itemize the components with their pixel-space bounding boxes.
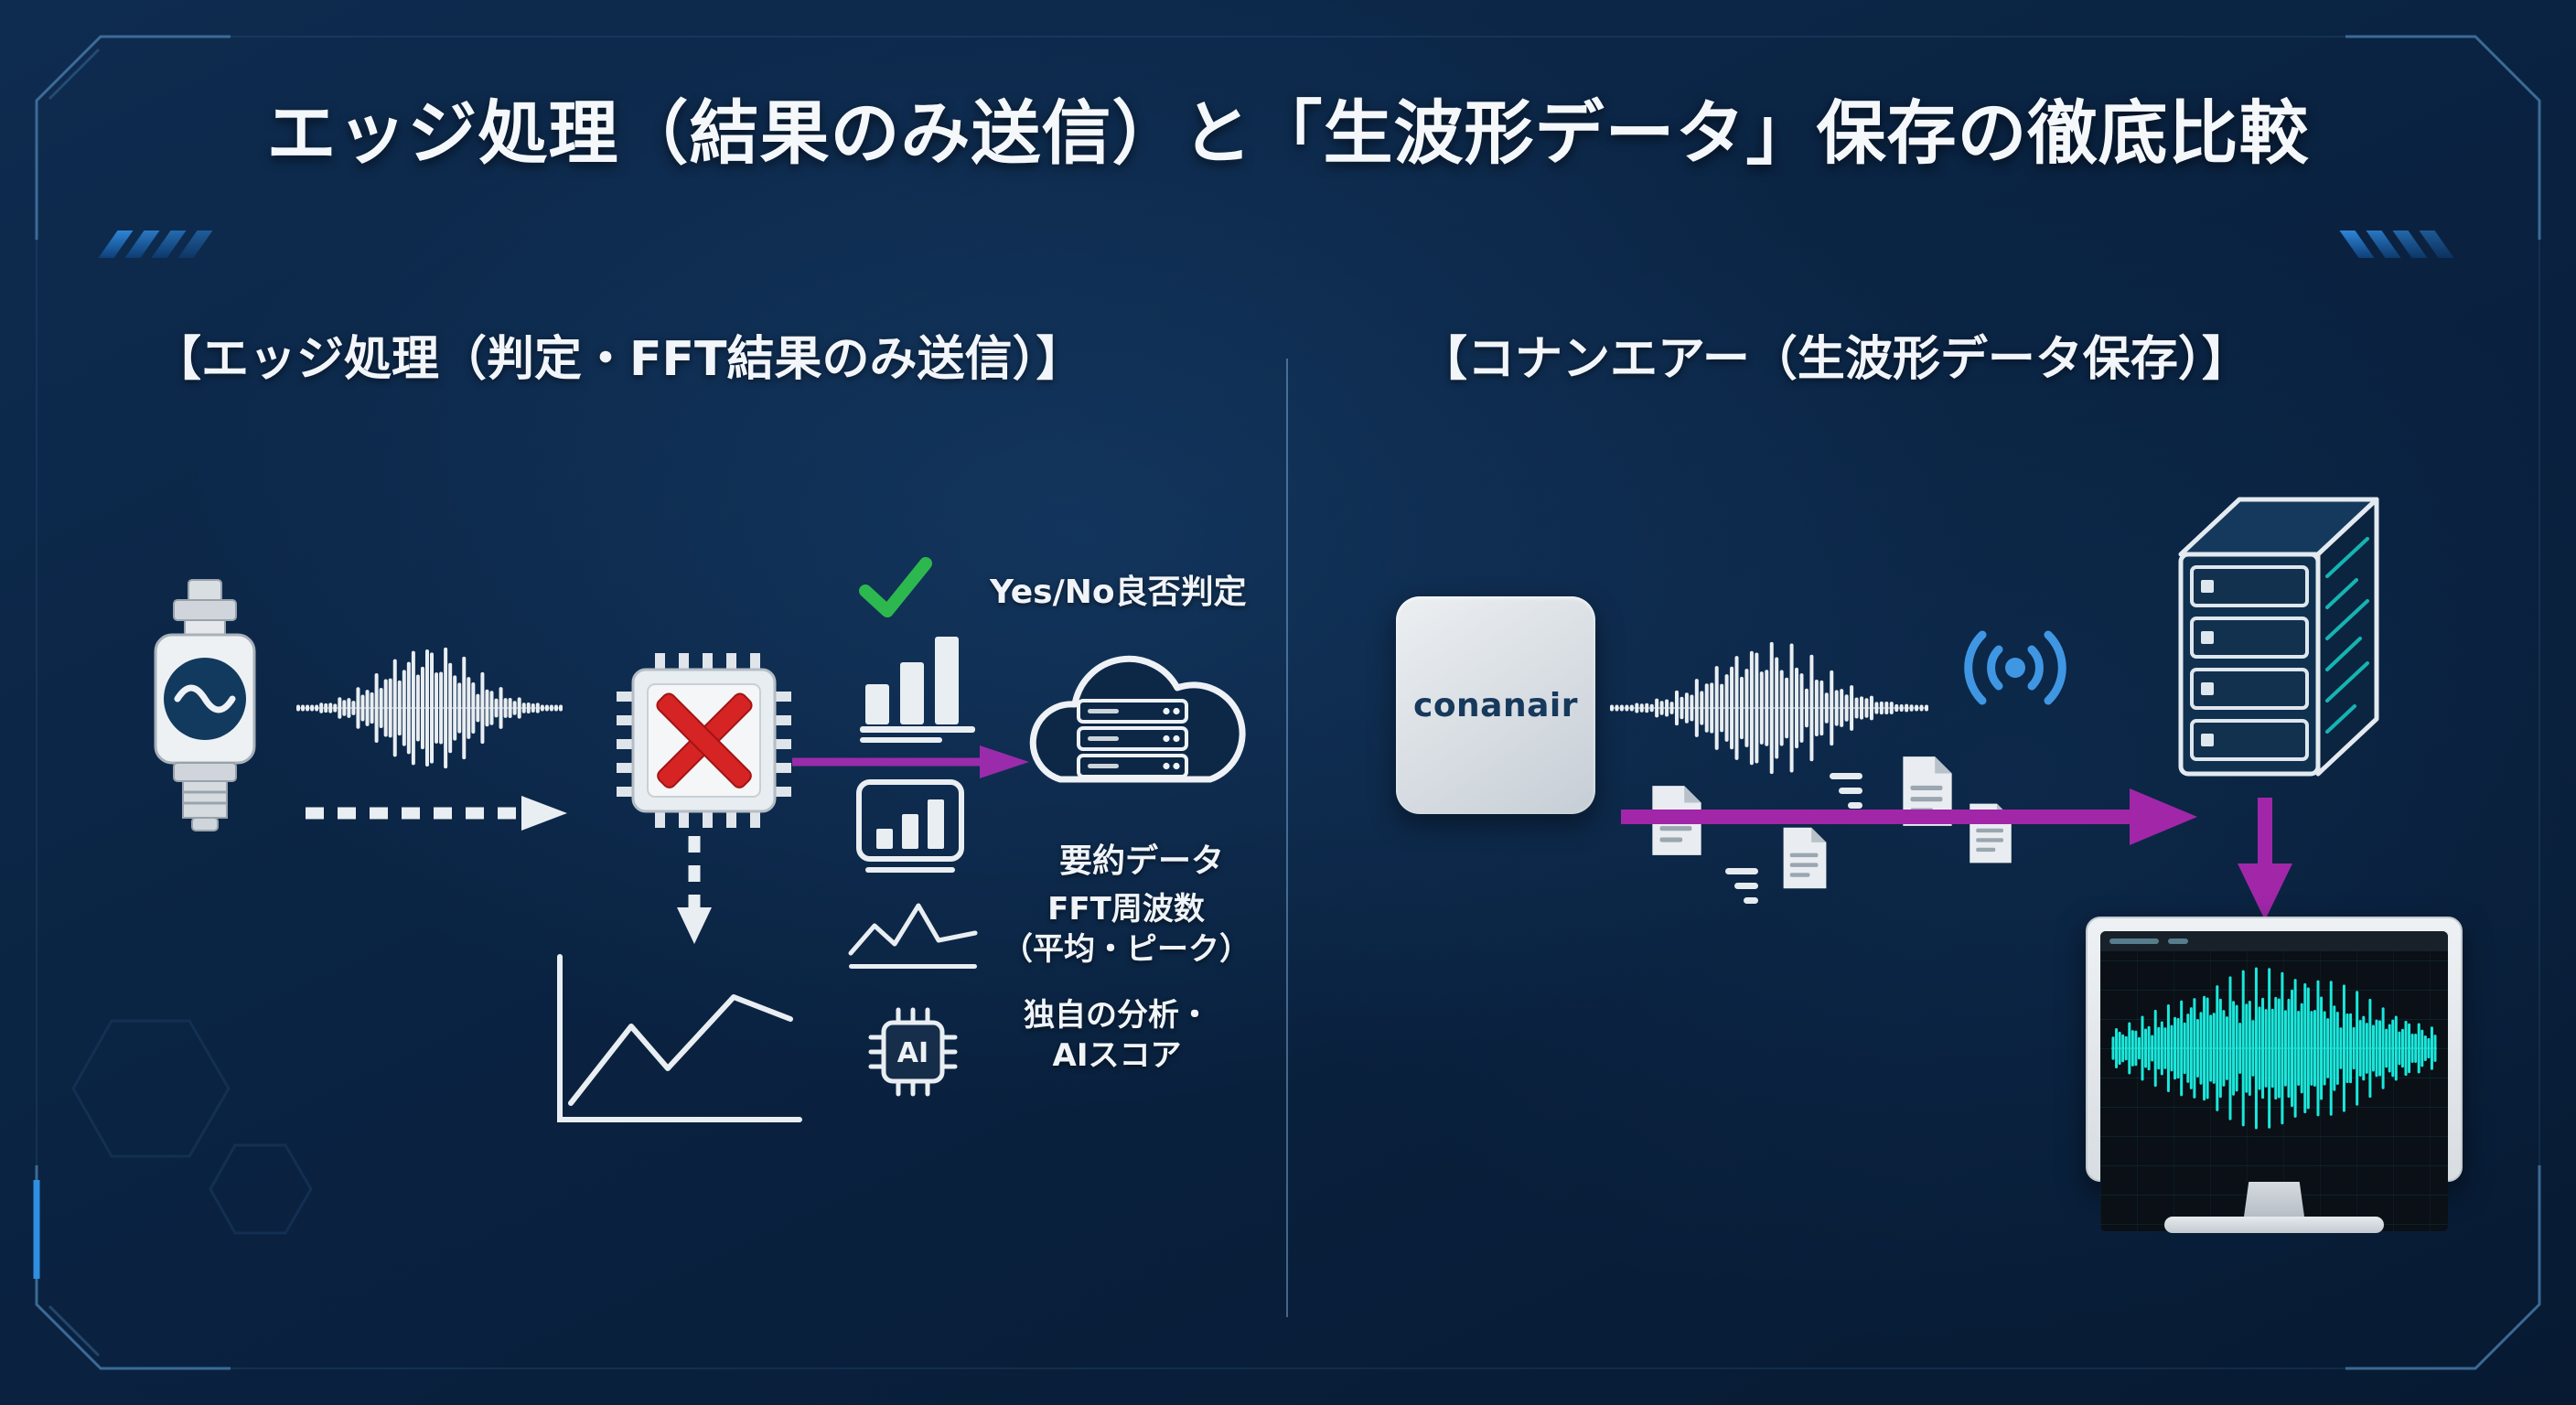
monitor-stand-base bbox=[2164, 1217, 2384, 1233]
waveform-icon-right bbox=[1610, 641, 1928, 775]
monitor-toolbar bbox=[2100, 931, 2448, 951]
fft-line-chart-icon bbox=[848, 903, 978, 969]
speed-lines-icon bbox=[1826, 765, 1862, 809]
column-divider bbox=[1286, 359, 1288, 1317]
speed-lines-icon bbox=[1722, 860, 1758, 904]
left-panel-heading: 【エッジ処理（判定・FFT結果のみ送信）】 bbox=[154, 332, 1084, 387]
right-panel-heading: 【コナンエアー（生波形データ保存）】 bbox=[1420, 332, 2249, 387]
dashed-arrow-right-icon bbox=[306, 796, 567, 831]
monitor-waveform bbox=[2111, 967, 2437, 1130]
ai-chip-icon: AI bbox=[868, 1007, 958, 1097]
monitor-screen bbox=[2100, 931, 2448, 1231]
bar-chart-icon bbox=[860, 637, 975, 743]
trend-chart-icon bbox=[557, 954, 802, 1122]
cloud-server-icon bbox=[1029, 655, 1246, 783]
fft-label-line2: （平均・ピーク） bbox=[1002, 931, 1250, 968]
monitor-frame bbox=[2086, 917, 2463, 1231]
wireless-signal-icon bbox=[1964, 630, 2066, 705]
server-rack-icon bbox=[2178, 497, 2379, 777]
slash-decoration-right bbox=[2339, 231, 2454, 258]
check-icon bbox=[859, 557, 932, 617]
conanair-logo: conanair bbox=[1396, 596, 1595, 814]
monitor-stand-neck bbox=[2244, 1182, 2304, 1217]
edge-chip-reject-icon bbox=[617, 653, 791, 828]
purple-data-arrow-icon bbox=[1621, 788, 2197, 845]
page-title: エッジ処理（結果のみ送信）と「生波形データ」保存の徹底比較 bbox=[266, 92, 2310, 174]
conanair-logo-text: conanair bbox=[1412, 686, 1578, 724]
fft-label-line1: FFT周波数 bbox=[1047, 891, 1205, 928]
fft-label: FFT周波数 （平均・ピーク） bbox=[993, 889, 1259, 970]
framed-bar-chart-icon bbox=[856, 779, 964, 873]
ai-label: 独自の分析・ AIスコア bbox=[993, 995, 1240, 1076]
summary-data-label: 要約データ bbox=[1059, 842, 1225, 880]
ai-label-line1: 独自の分析・ bbox=[1024, 997, 1210, 1034]
ai-label-line2: AIスコア bbox=[1052, 1037, 1182, 1074]
ai-chip-text: AI bbox=[897, 1037, 928, 1069]
slash-decoration-left bbox=[98, 231, 213, 258]
yes-no-label: Yes/No良否判定 bbox=[990, 574, 1247, 611]
purple-arrow-to-cloud-icon bbox=[792, 745, 1029, 778]
monitor bbox=[2086, 917, 2463, 1246]
purple-arrow-down-icon bbox=[2238, 798, 2292, 920]
vibration-sensor-icon bbox=[154, 579, 256, 831]
dashed-arrow-down-icon bbox=[677, 836, 712, 944]
waveform-icon-left bbox=[296, 647, 563, 769]
